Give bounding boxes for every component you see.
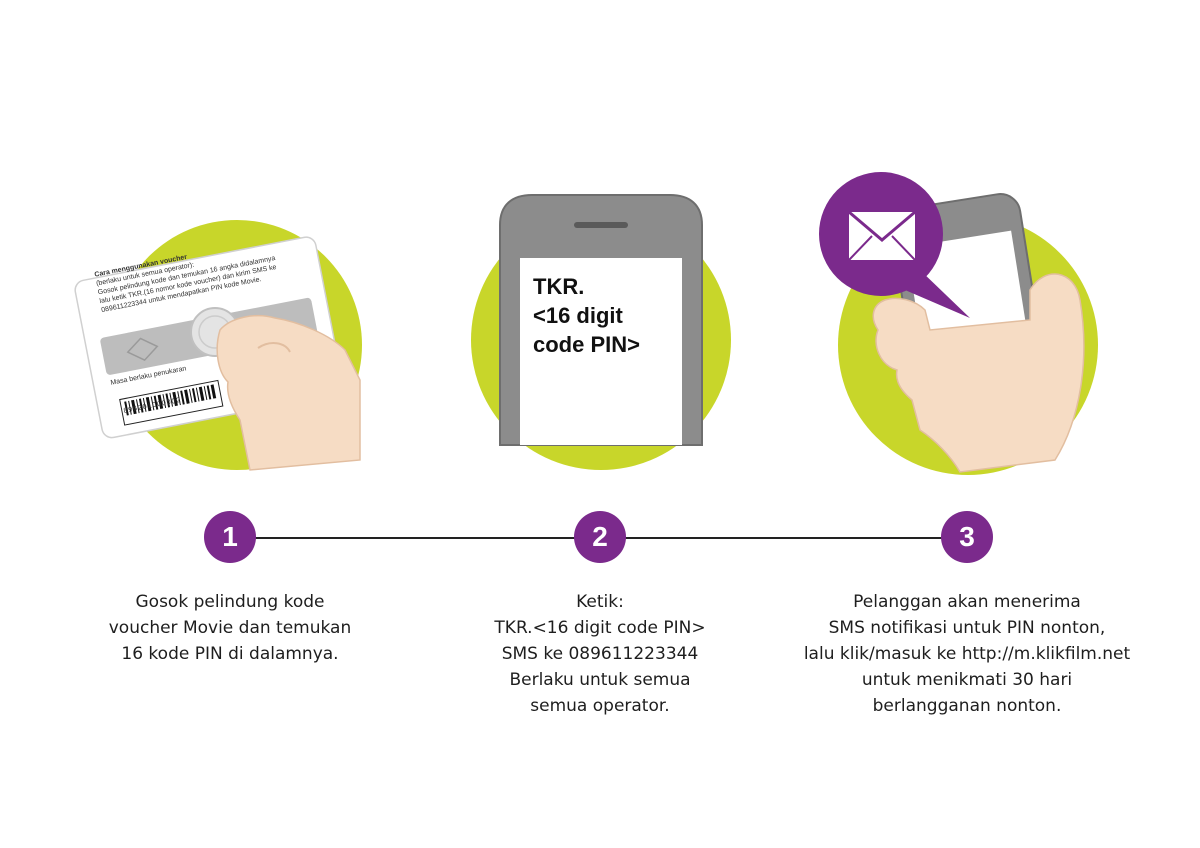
phone-screen	[520, 258, 682, 445]
step-2-number: 2	[574, 511, 626, 563]
step-2-text: Ketik: TKR.<16 digit code PIN> SMS ke 08…	[494, 592, 706, 716]
step-2-illustration	[471, 194, 731, 470]
step-1-illustration	[74, 220, 362, 471]
step-3-illustration	[819, 172, 1098, 475]
hand-icon	[216, 314, 361, 471]
step-1-number: 1	[204, 511, 256, 563]
step-1-text: Gosok pelindung kode voucher Movie dan t…	[108, 592, 352, 664]
hand-3-icon	[872, 273, 1085, 473]
phone-screen-text: TKR. <16 digit code PIN>	[533, 274, 640, 357]
step-3-text: Pelanggan akan menerima SMS notifikasi u…	[803, 592, 1131, 716]
step-3-number: 3	[941, 511, 993, 563]
envelope-icon	[848, 210, 916, 261]
phone-speaker	[574, 222, 628, 228]
